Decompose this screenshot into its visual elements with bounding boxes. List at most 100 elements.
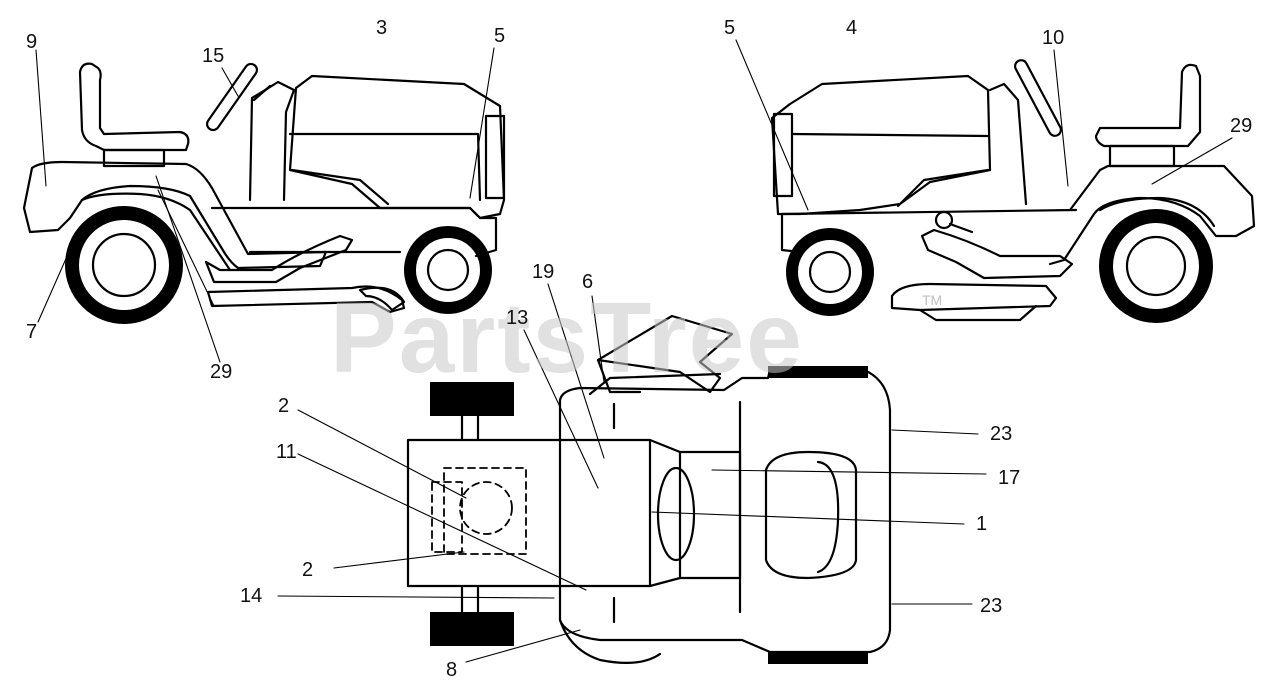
- engine-outline-top: [443, 467, 527, 555]
- leader-10: [1053, 49, 1069, 187]
- callout-2-lower: 2: [302, 559, 314, 581]
- leader-11: [297, 453, 587, 591]
- dash-top: [648, 438, 682, 588]
- leader-19: [547, 283, 605, 459]
- callout-2-upper: 2: [278, 395, 290, 417]
- rear-rim-left: [91, 232, 157, 298]
- dash-tower-left: [248, 80, 296, 202]
- rear-fender-right: [1048, 164, 1256, 266]
- callout-3: 3: [376, 17, 388, 39]
- leader-13: [523, 329, 599, 489]
- callout-9: 9: [26, 31, 38, 53]
- seat-top-back: [816, 460, 840, 574]
- callout-1: 1: [976, 513, 988, 535]
- dash-tower-right: [988, 82, 1028, 206]
- callout-17: 17: [998, 467, 1021, 489]
- front-axle-lower: [460, 586, 480, 614]
- hood-right: [770, 74, 992, 216]
- leader-14: [277, 595, 555, 599]
- leader-lines: [35, 39, 1233, 663]
- front-axle-upper: [460, 414, 480, 442]
- hood-skirt-right: [896, 168, 990, 208]
- footrest-right: [920, 228, 1074, 280]
- trademark-symbol: TM: [922, 292, 943, 308]
- callout-14: 14: [240, 585, 263, 607]
- front-tire-top-upper: [430, 382, 514, 416]
- callout-23-lower: 23: [980, 595, 1003, 617]
- rear-tire-left: [65, 206, 183, 324]
- rear-tire-top-lower: [768, 652, 868, 664]
- leader-9: [35, 49, 47, 187]
- engine-cylinder-top: [459, 481, 513, 535]
- hood-side-right: [790, 132, 990, 138]
- front-rim-left: [426, 248, 470, 292]
- callout-7: 7: [26, 321, 38, 343]
- fender-contour-right: [1098, 196, 1216, 228]
- steering-wheel-top: [656, 466, 696, 562]
- hood-left: [288, 74, 506, 220]
- leader-23-upper: [891, 429, 979, 435]
- front-tire-right: [786, 228, 874, 316]
- tractor-top-view: [406, 314, 892, 665]
- seat-top: [764, 450, 858, 580]
- leader-6: [591, 295, 605, 383]
- leader-29-right: [1151, 137, 1233, 185]
- callout-6: 6: [582, 271, 594, 293]
- partstree-watermark: PartsTree: [330, 282, 804, 394]
- ignition-key-shaft-right: [948, 222, 974, 234]
- ignition-key-head-right: [934, 210, 954, 230]
- tractor-right-side-view: [770, 59, 1256, 323]
- callout-8: 8: [446, 659, 458, 681]
- rear-rim-right: [1125, 235, 1187, 297]
- mower-deck-right: [890, 282, 1058, 312]
- front-rim-right: [808, 250, 852, 294]
- rear-tire-top-upper: [768, 366, 868, 378]
- rear-tire-right: [1099, 209, 1213, 323]
- hood-side-left: [288, 132, 482, 202]
- front-tire-top-lower: [430, 612, 514, 646]
- seat-base-left: [102, 148, 166, 168]
- front-tire-left: [404, 226, 492, 314]
- callout-19: 19: [532, 261, 555, 283]
- rear-body-top: [558, 368, 892, 654]
- callout-15: 15: [202, 45, 225, 67]
- callout-11: 11: [276, 441, 297, 463]
- engine-inner-top: [431, 481, 463, 553]
- callout-29-left: 29: [210, 361, 233, 383]
- leader-29-left-a: [155, 175, 221, 363]
- callout-5-right: 5: [724, 17, 736, 39]
- callout-29-right: 29: [1230, 115, 1253, 137]
- leader-5-left: [469, 47, 495, 199]
- leader-7: [37, 235, 77, 323]
- callout-4: 4: [846, 17, 858, 39]
- deck-skirt-right: [918, 304, 1038, 322]
- steering-wheel-right: [1013, 59, 1063, 137]
- callout-10: 10: [1042, 27, 1065, 49]
- seat-base-right: [1108, 144, 1176, 168]
- leader-8: [465, 629, 581, 663]
- footrest-left: [204, 234, 354, 284]
- grille-right: [772, 112, 794, 198]
- leader-15: [221, 67, 239, 97]
- rear-fender-left: [22, 160, 328, 270]
- leader-29-left-b: [157, 189, 215, 307]
- grille-left: [484, 114, 506, 200]
- steering-column-left: [252, 84, 272, 102]
- callout-13: 13: [506, 307, 529, 329]
- seat-back-right: [1094, 63, 1202, 148]
- hood-skirt-left: [290, 168, 390, 206]
- discharge-chute-top: [596, 314, 734, 394]
- steering-wheel-left: [205, 62, 259, 132]
- seat-back-left: [78, 62, 190, 152]
- callout-23-upper: 23: [990, 423, 1013, 445]
- callout-5-left: 5: [494, 25, 506, 47]
- deck-chute-left: [358, 286, 406, 312]
- tractor-left-side-view: [22, 62, 506, 324]
- leader-17: [711, 469, 987, 475]
- mower-deck-left: [206, 285, 406, 314]
- leader-2-upper: [297, 409, 467, 499]
- fender-contour-left: [80, 192, 232, 272]
- leader-2-lower: [333, 551, 465, 569]
- leader-5-right: [735, 39, 809, 211]
